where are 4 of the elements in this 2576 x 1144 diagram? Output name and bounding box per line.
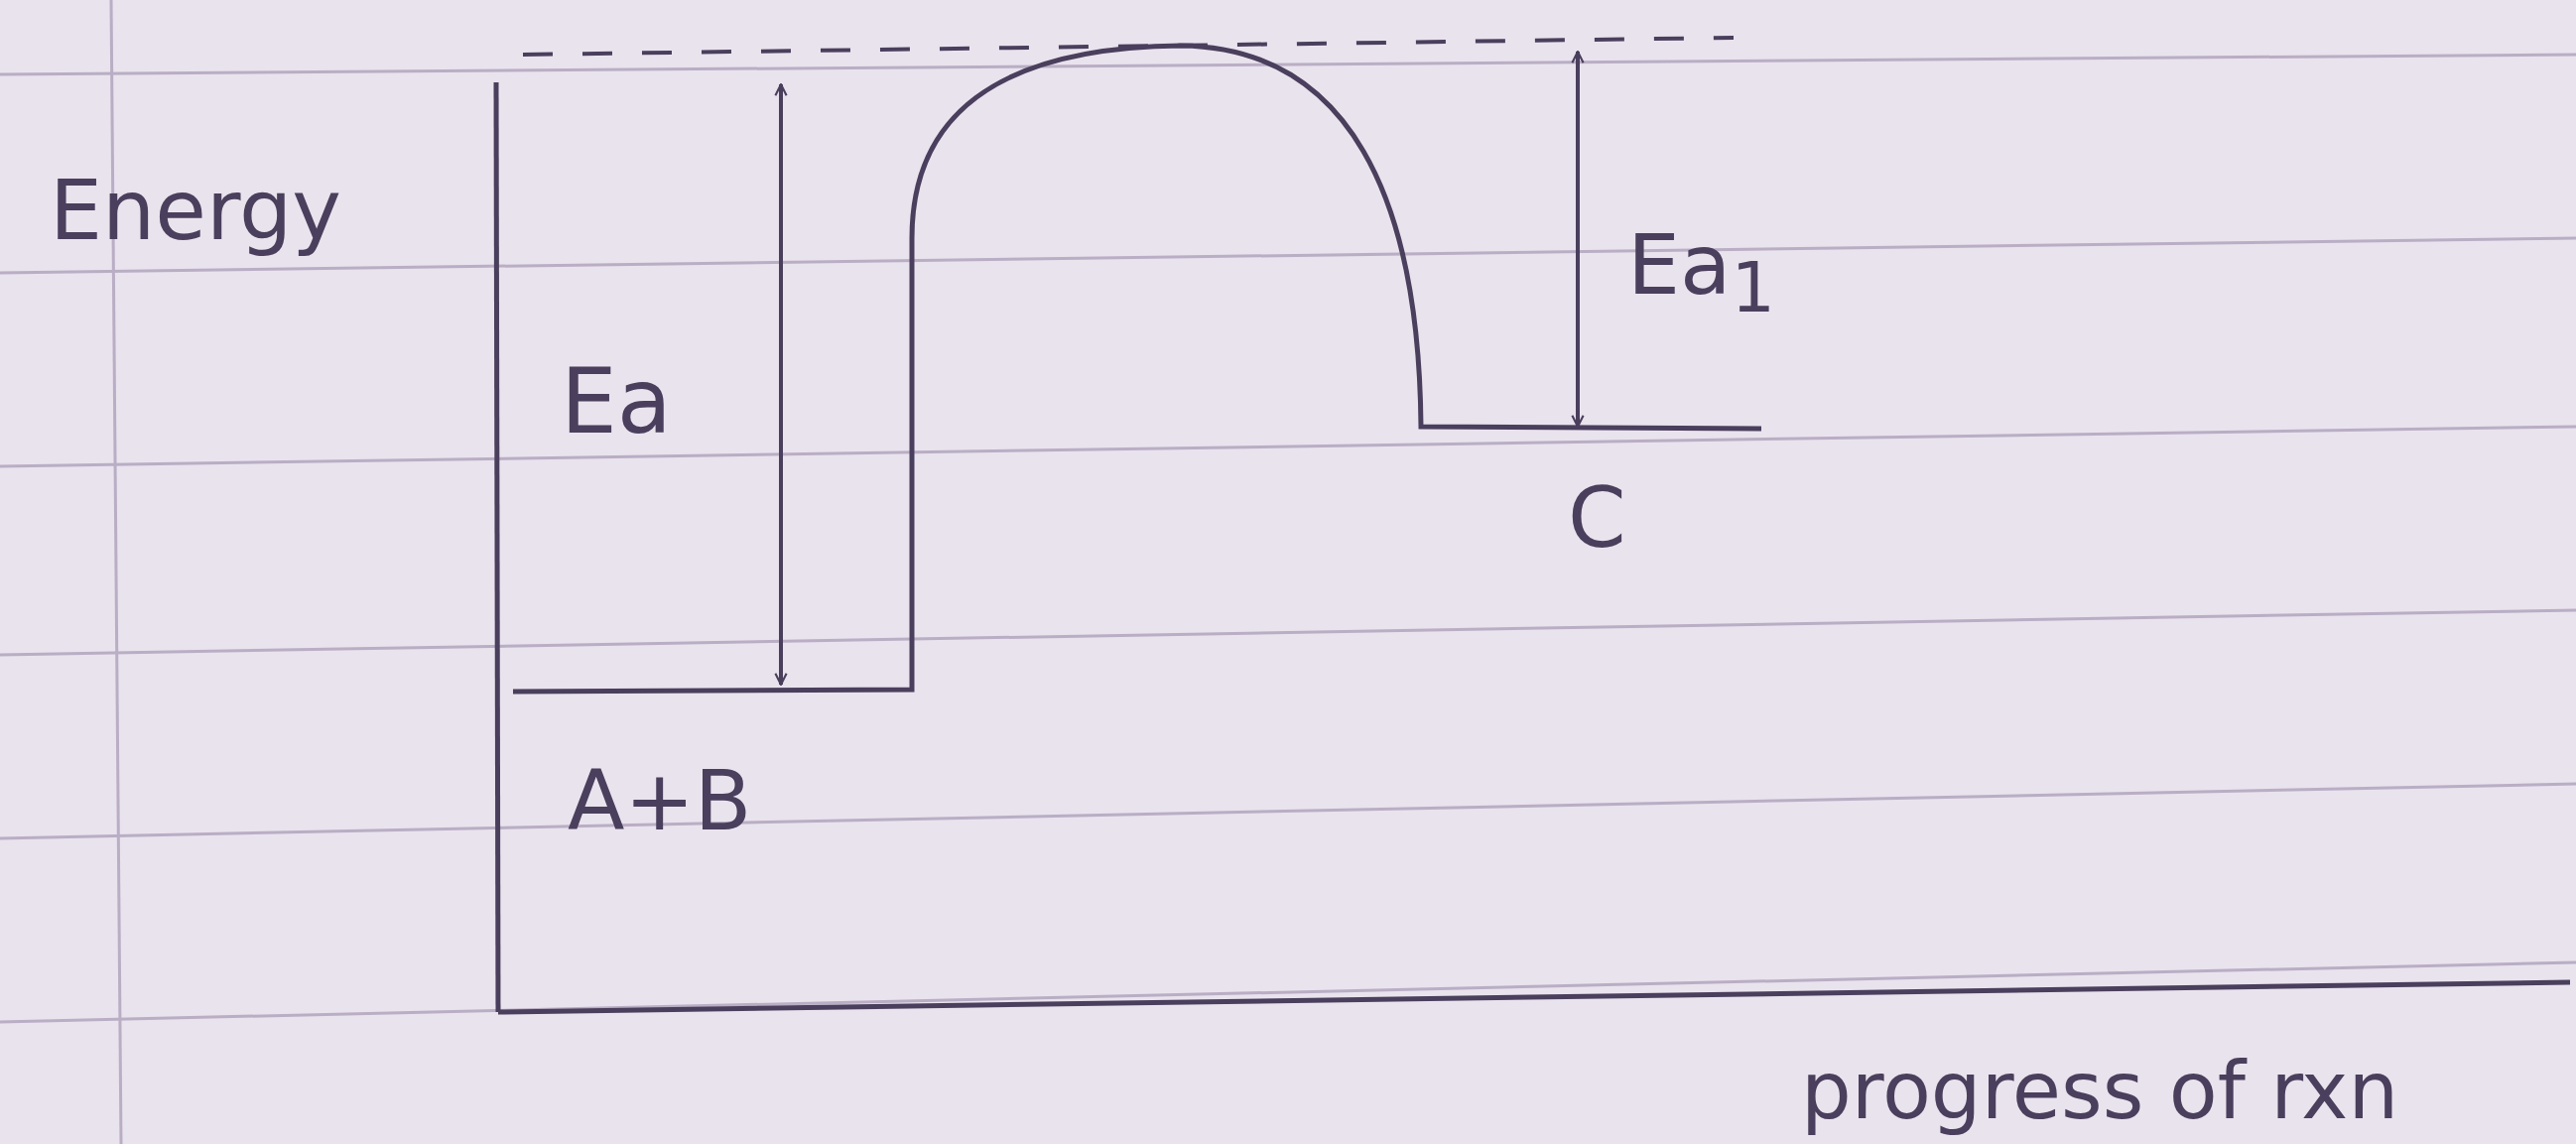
level-label: C bbox=[1568, 476, 1626, 560]
dimension-label: Ea bbox=[561, 357, 673, 446]
dimension-label: Ea$_{1}$ bbox=[1627, 223, 1776, 322]
level-label: A+B bbox=[568, 759, 752, 842]
